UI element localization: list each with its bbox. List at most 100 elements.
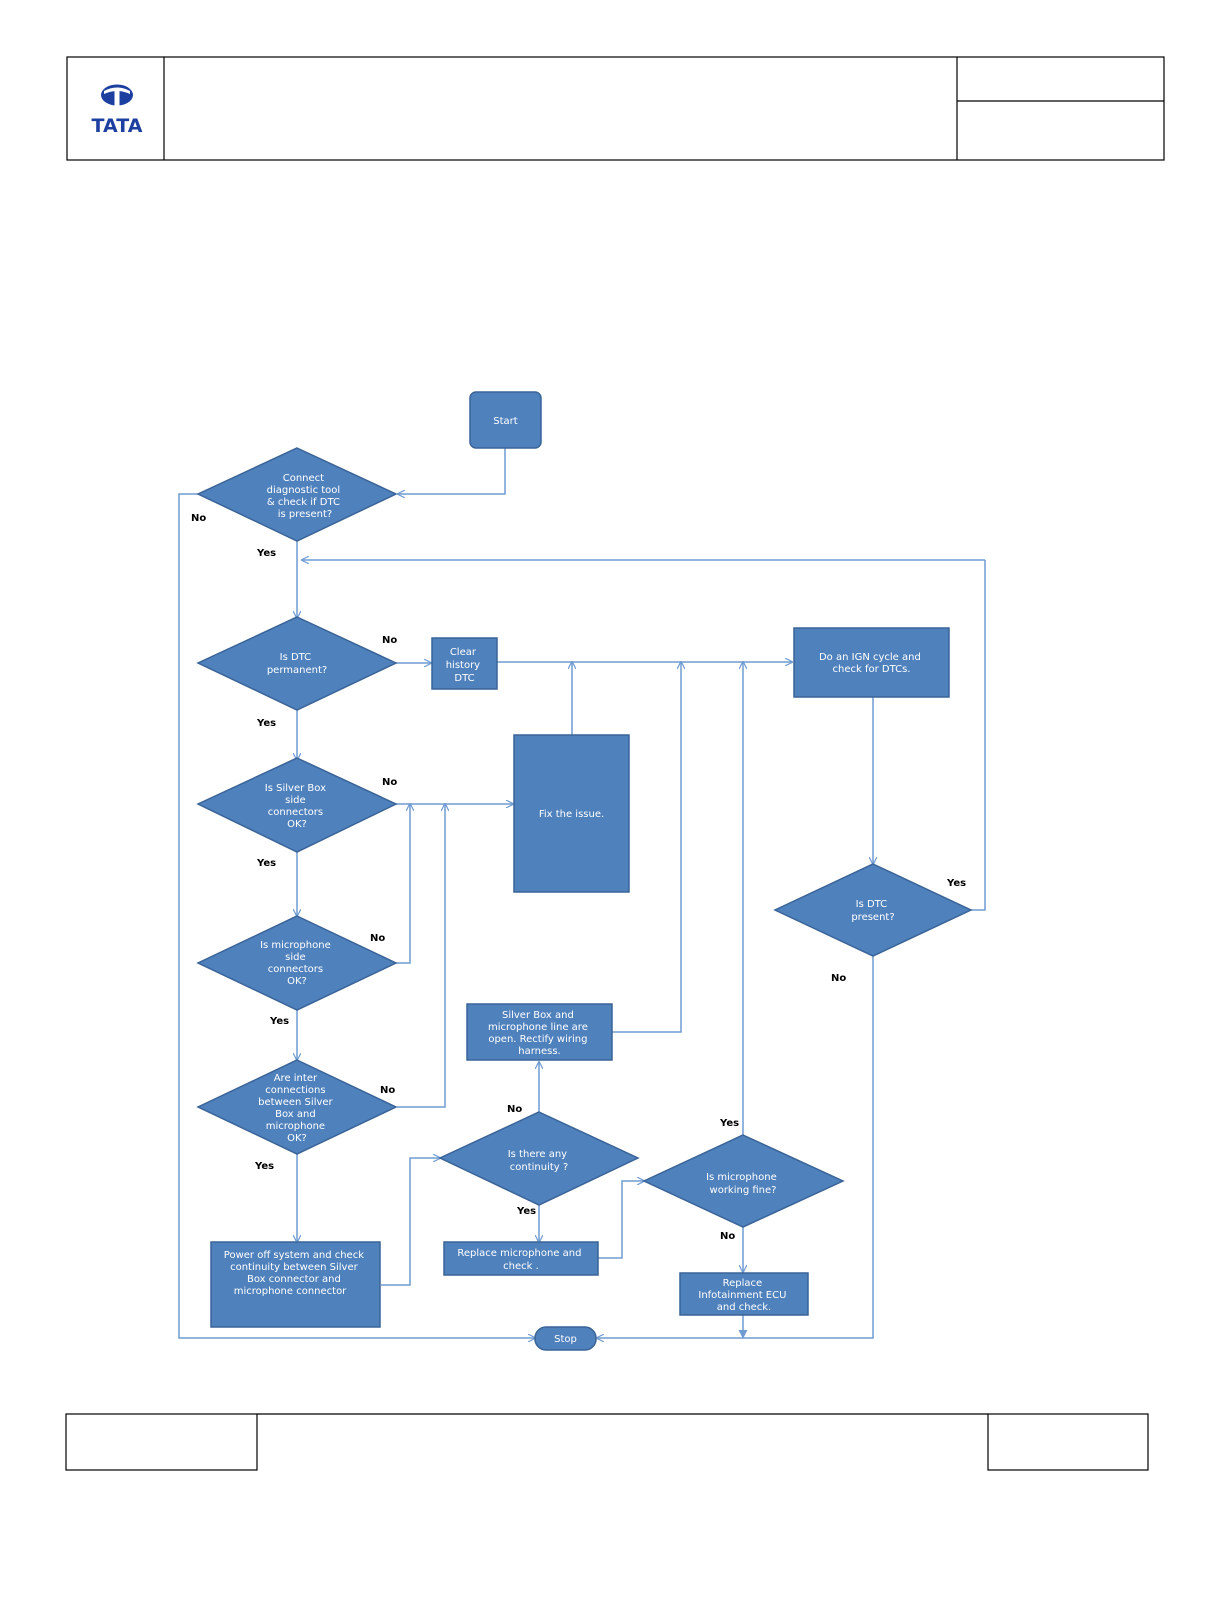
silver-line-4: OK? xyxy=(287,819,307,830)
stop-node: Stop xyxy=(534,1326,597,1351)
svg-text:Connect diagnostic too: Connect diagnostic tool & check if DTC i… xyxy=(267,473,344,520)
mic-yes-label: Yes xyxy=(269,1016,289,1027)
continuity-no-label: No xyxy=(507,1104,522,1115)
tata-logo-icon: TATA xyxy=(92,84,143,137)
ecu-line-3: and check. xyxy=(717,1302,771,1313)
continuity-line-1: Is there any xyxy=(508,1149,567,1160)
inter-line-3: between Silver xyxy=(258,1097,333,1108)
clear-line-3: DTC xyxy=(454,673,474,684)
is-dtc-permanent-decision: Is DTC permanent? xyxy=(196,616,398,711)
svg-text:Clear history: Clear history DTC xyxy=(446,647,484,684)
working-line-2: working fine? xyxy=(710,1185,777,1196)
edge-power-to-continuity xyxy=(381,1158,440,1286)
microphone-working-decision: Is microphone working fine? xyxy=(642,1134,845,1228)
dtc-present-no-label: No xyxy=(831,973,846,984)
replacemic-line-1: Replace microphone and xyxy=(457,1248,581,1259)
svg-text:Is DTC present?: Is DTC present? xyxy=(851,899,894,923)
silver-no-label: No xyxy=(382,777,397,788)
microphone-connectors-decision: Is microphone side connectors OK? xyxy=(196,915,398,1011)
svg-text:Replace microphone and: Replace microphone and check . xyxy=(457,1248,584,1272)
svg-text:Is DTC permanent?: Is DTC permanent? xyxy=(267,652,327,676)
connect-no-label: No xyxy=(191,513,206,524)
connectors xyxy=(178,448,986,1338)
replace-ecu-box: Replace Infotainment ECU and check. xyxy=(679,1272,809,1316)
connect-tool-line-3: & check if DTC xyxy=(267,497,340,508)
mic-line-4: OK? xyxy=(287,976,307,987)
svg-text:Is microphone side: Is microphone side connectors OK? xyxy=(260,940,334,987)
power-line-3: Box connector and xyxy=(247,1274,341,1285)
inter-line-4: Box and xyxy=(275,1109,316,1120)
permanent-line-1: Is DTC xyxy=(280,652,312,663)
dtc-present-line-1: Is DTC xyxy=(856,899,888,910)
svg-text:Is microphone working: Is microphone working fine? xyxy=(706,1172,780,1196)
svg-text:Are inter connections: Are inter connections between Silver Box… xyxy=(258,1073,336,1144)
edge-start-to-connect xyxy=(398,448,506,494)
footer-cell-right xyxy=(987,1413,1149,1471)
inter-line-1: Are inter xyxy=(274,1073,318,1084)
power-line-1: Power off system and check xyxy=(224,1250,364,1261)
connect-tool-decision: Connect diagnostic tool & check if DTC i… xyxy=(196,447,398,542)
edge-lineopen-to-ign xyxy=(612,662,681,1033)
edge-labels: No Yes No Yes No Yes No Yes No Yes No Ye… xyxy=(191,513,966,1242)
footer-table xyxy=(65,1413,1149,1471)
header-border xyxy=(66,56,1165,161)
connect-tool-line-4: is present? xyxy=(278,509,333,520)
power-line-4: microphone connector xyxy=(234,1286,347,1297)
power-line-2: continuity between Silver xyxy=(230,1262,359,1273)
start-label: Start xyxy=(493,416,518,427)
stop-label: Stop xyxy=(554,1334,577,1345)
edge-inter-no xyxy=(397,804,445,1108)
silver-line-3: connectors xyxy=(268,807,323,818)
permanent-yes-label: Yes xyxy=(256,718,276,729)
ecu-line-1: Replace xyxy=(723,1278,763,1289)
svg-text:Is there any continuit: Is there any continuity ? xyxy=(508,1149,571,1173)
lineopen-line-3: open. Rectify wiring xyxy=(488,1034,587,1045)
connect-tool-line-1: Connect xyxy=(283,473,324,484)
svg-text:Replace Infotainment E: Replace Infotainment ECU and check. xyxy=(698,1278,789,1313)
inter-yes-label: Yes xyxy=(254,1161,274,1172)
fix-issue-label: Fix the issue. xyxy=(539,809,604,820)
connect-yes-label: Yes xyxy=(256,548,276,559)
working-line-1: Is microphone xyxy=(706,1172,777,1183)
svg-text:Power off system and check: Power off system and check continuity be… xyxy=(224,1250,367,1297)
silver-yes-label: Yes xyxy=(256,858,276,869)
mic-line-2: side xyxy=(285,952,306,963)
replacemic-line-2: check . xyxy=(503,1261,539,1272)
mic-line-1: Is microphone xyxy=(260,940,331,951)
silver-box-connectors-decision: Is Silver Box side connectors OK? xyxy=(196,757,398,853)
edge-connect-no-to-stop xyxy=(178,493,535,1338)
ign-line-2: check for DTCs. xyxy=(833,664,911,675)
inter-no-label: No xyxy=(380,1085,395,1096)
edge-dtcpresent-yes xyxy=(971,560,986,911)
lineopen-line-2: microphone line are xyxy=(488,1022,588,1033)
connect-tool-line-2: diagnostic tool xyxy=(267,485,341,496)
line-open-box: Silver Box and microphone line are open.… xyxy=(466,1003,613,1061)
ign-line-1: Do an IGN cycle and xyxy=(819,652,921,663)
svg-text:Silver Box and microph: Silver Box and microphone line are open.… xyxy=(488,1010,591,1057)
clear-history-box: Clear history DTC xyxy=(431,637,498,690)
lineopen-line-4: harness. xyxy=(518,1046,561,1057)
is-dtc-present-decision: Is DTC present? xyxy=(773,863,973,957)
logo-text: TATA xyxy=(92,115,143,137)
ecu-line-2: Infotainment ECU xyxy=(698,1290,786,1301)
clear-line-2: history xyxy=(446,660,480,671)
lineopen-line-1: Silver Box and xyxy=(502,1010,574,1021)
svg-text:Is Silver Box side: Is Silver Box side connectors OK? xyxy=(265,783,329,830)
edge-replacemic-to-working xyxy=(598,1181,644,1259)
inter-line-5: microphone xyxy=(266,1121,325,1132)
continuity-yes-label: Yes xyxy=(516,1206,536,1217)
header-table: TATA xyxy=(66,56,1165,161)
start-node: Start xyxy=(469,391,542,449)
ign-cycle-box: Do an IGN cycle and check for DTCs. xyxy=(793,627,950,698)
footer-cell-left xyxy=(65,1413,258,1471)
continuity-decision: Is there any continuity ? xyxy=(438,1111,640,1206)
silver-line-2: side xyxy=(285,795,306,806)
replace-microphone-box: Replace microphone and check . xyxy=(443,1241,599,1276)
svg-text:Do an IGN cycle and ch: Do an IGN cycle and check for DTCs. xyxy=(819,652,924,675)
mic-no-label: No xyxy=(370,933,385,944)
nodes: Start Connect diagnostic tool & check if… xyxy=(196,391,973,1351)
permanent-no-label: No xyxy=(382,635,397,646)
inter-line-6: OK? xyxy=(287,1133,307,1144)
